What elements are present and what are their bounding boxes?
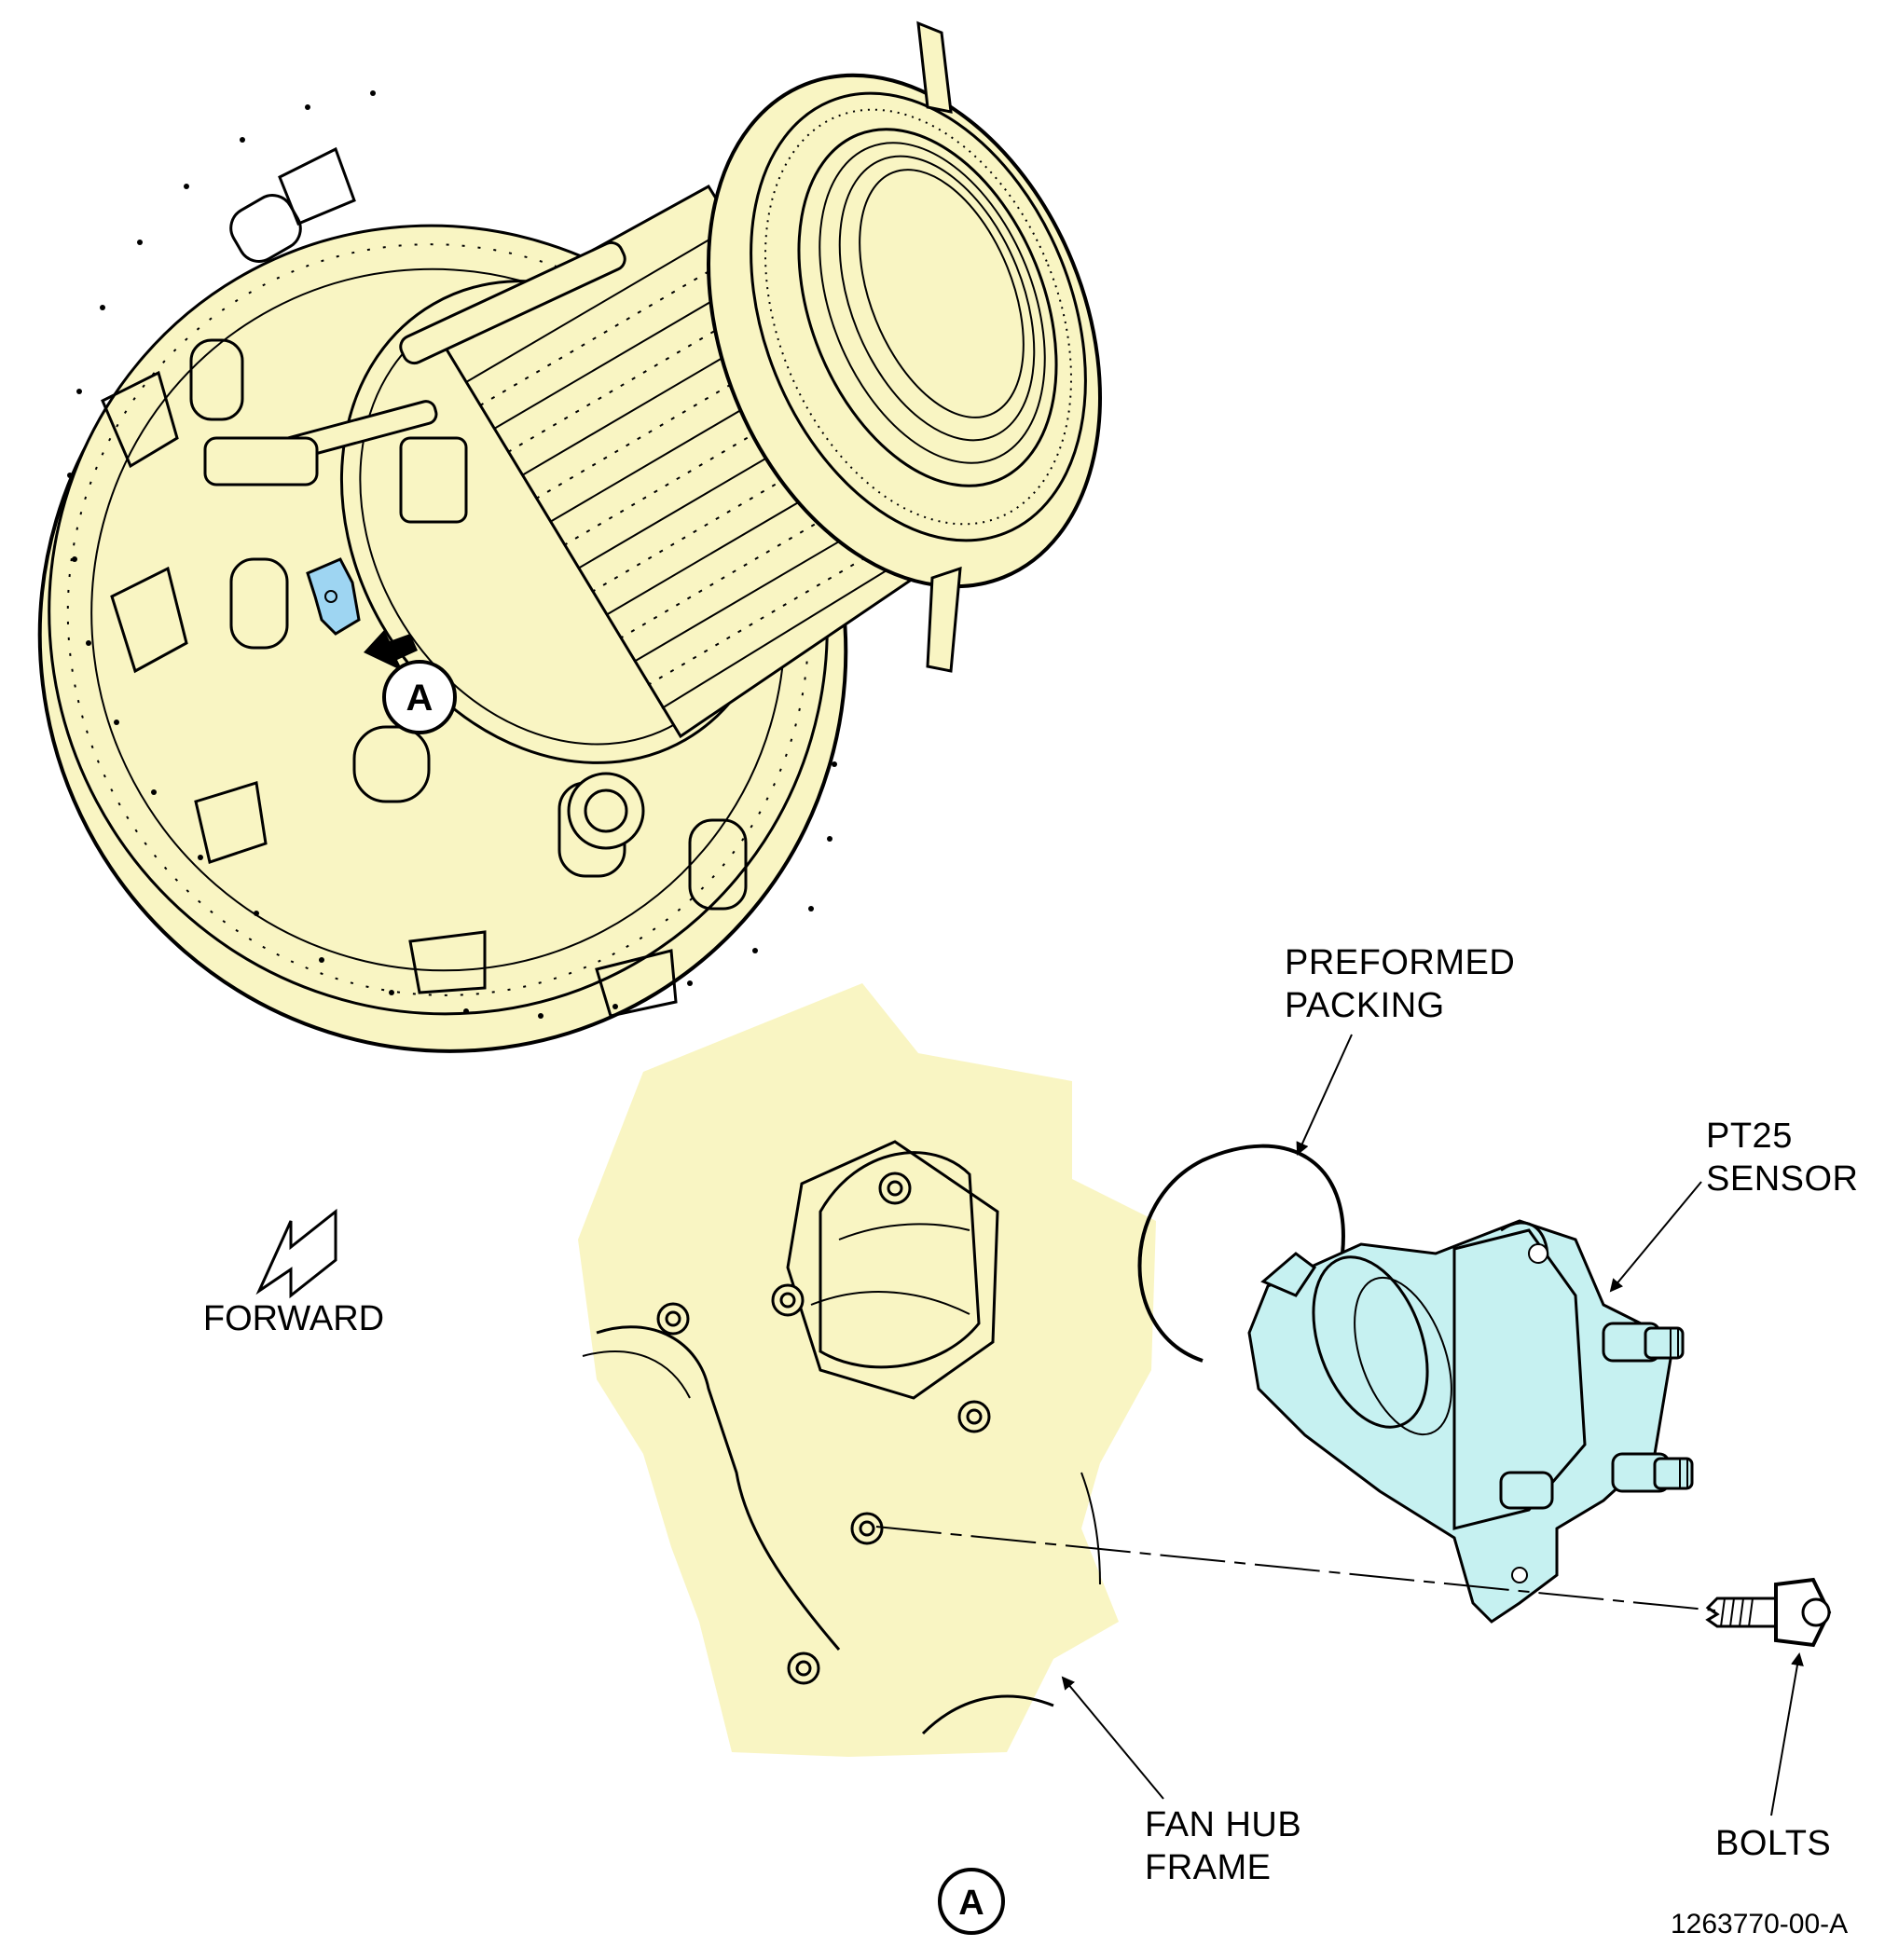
pt25-sensor xyxy=(1247,1219,1694,1624)
fan-hub-frame-line-2: FRAME xyxy=(1145,1848,1272,1887)
fan-hub-frame-line-1: FAN HUB xyxy=(1145,1805,1302,1844)
view-a-callout: A xyxy=(364,630,457,734)
forward-arrow-icon xyxy=(255,1208,337,1299)
drawing-number: 1263770-00-A xyxy=(1671,1909,1849,1939)
bolt-centerline xyxy=(875,1526,1716,1611)
forward-label: FORWARD xyxy=(203,1299,384,1338)
preformed-packing-line-2: PACKING xyxy=(1285,986,1445,1025)
pt25-sensor-line-1: PT25 xyxy=(1706,1117,1793,1156)
pt25-sensor-label: PT25 SENSOR xyxy=(1706,1115,1858,1200)
preformed-packing-line-1: PREFORMED xyxy=(1285,943,1516,982)
bolt-part xyxy=(1705,1577,1832,1648)
leader-lines xyxy=(1061,1034,1804,1816)
fan-hub-frame-label: FAN HUB FRAME xyxy=(1145,1803,1301,1889)
engine-fan-hub-assembly xyxy=(37,21,1102,1053)
preformed-packing-ring xyxy=(1137,1144,1345,1363)
detail-marker-label: A xyxy=(958,1884,984,1923)
pt25-location-highlight xyxy=(306,557,361,636)
view-marker-label: A xyxy=(406,678,433,719)
preformed-packing-label: PREFORMED PACKING xyxy=(1285,941,1515,1027)
detail-a-marker: A xyxy=(938,1868,1005,1935)
fan-hub-frame-detail xyxy=(578,983,1156,1757)
view-arrow-icon xyxy=(364,630,418,671)
bolts-label: BOLTS xyxy=(1715,1824,1832,1863)
forward-indicator: FORWARD xyxy=(203,1208,384,1338)
pt25-sensor-line-2: SENSOR xyxy=(1706,1159,1859,1199)
